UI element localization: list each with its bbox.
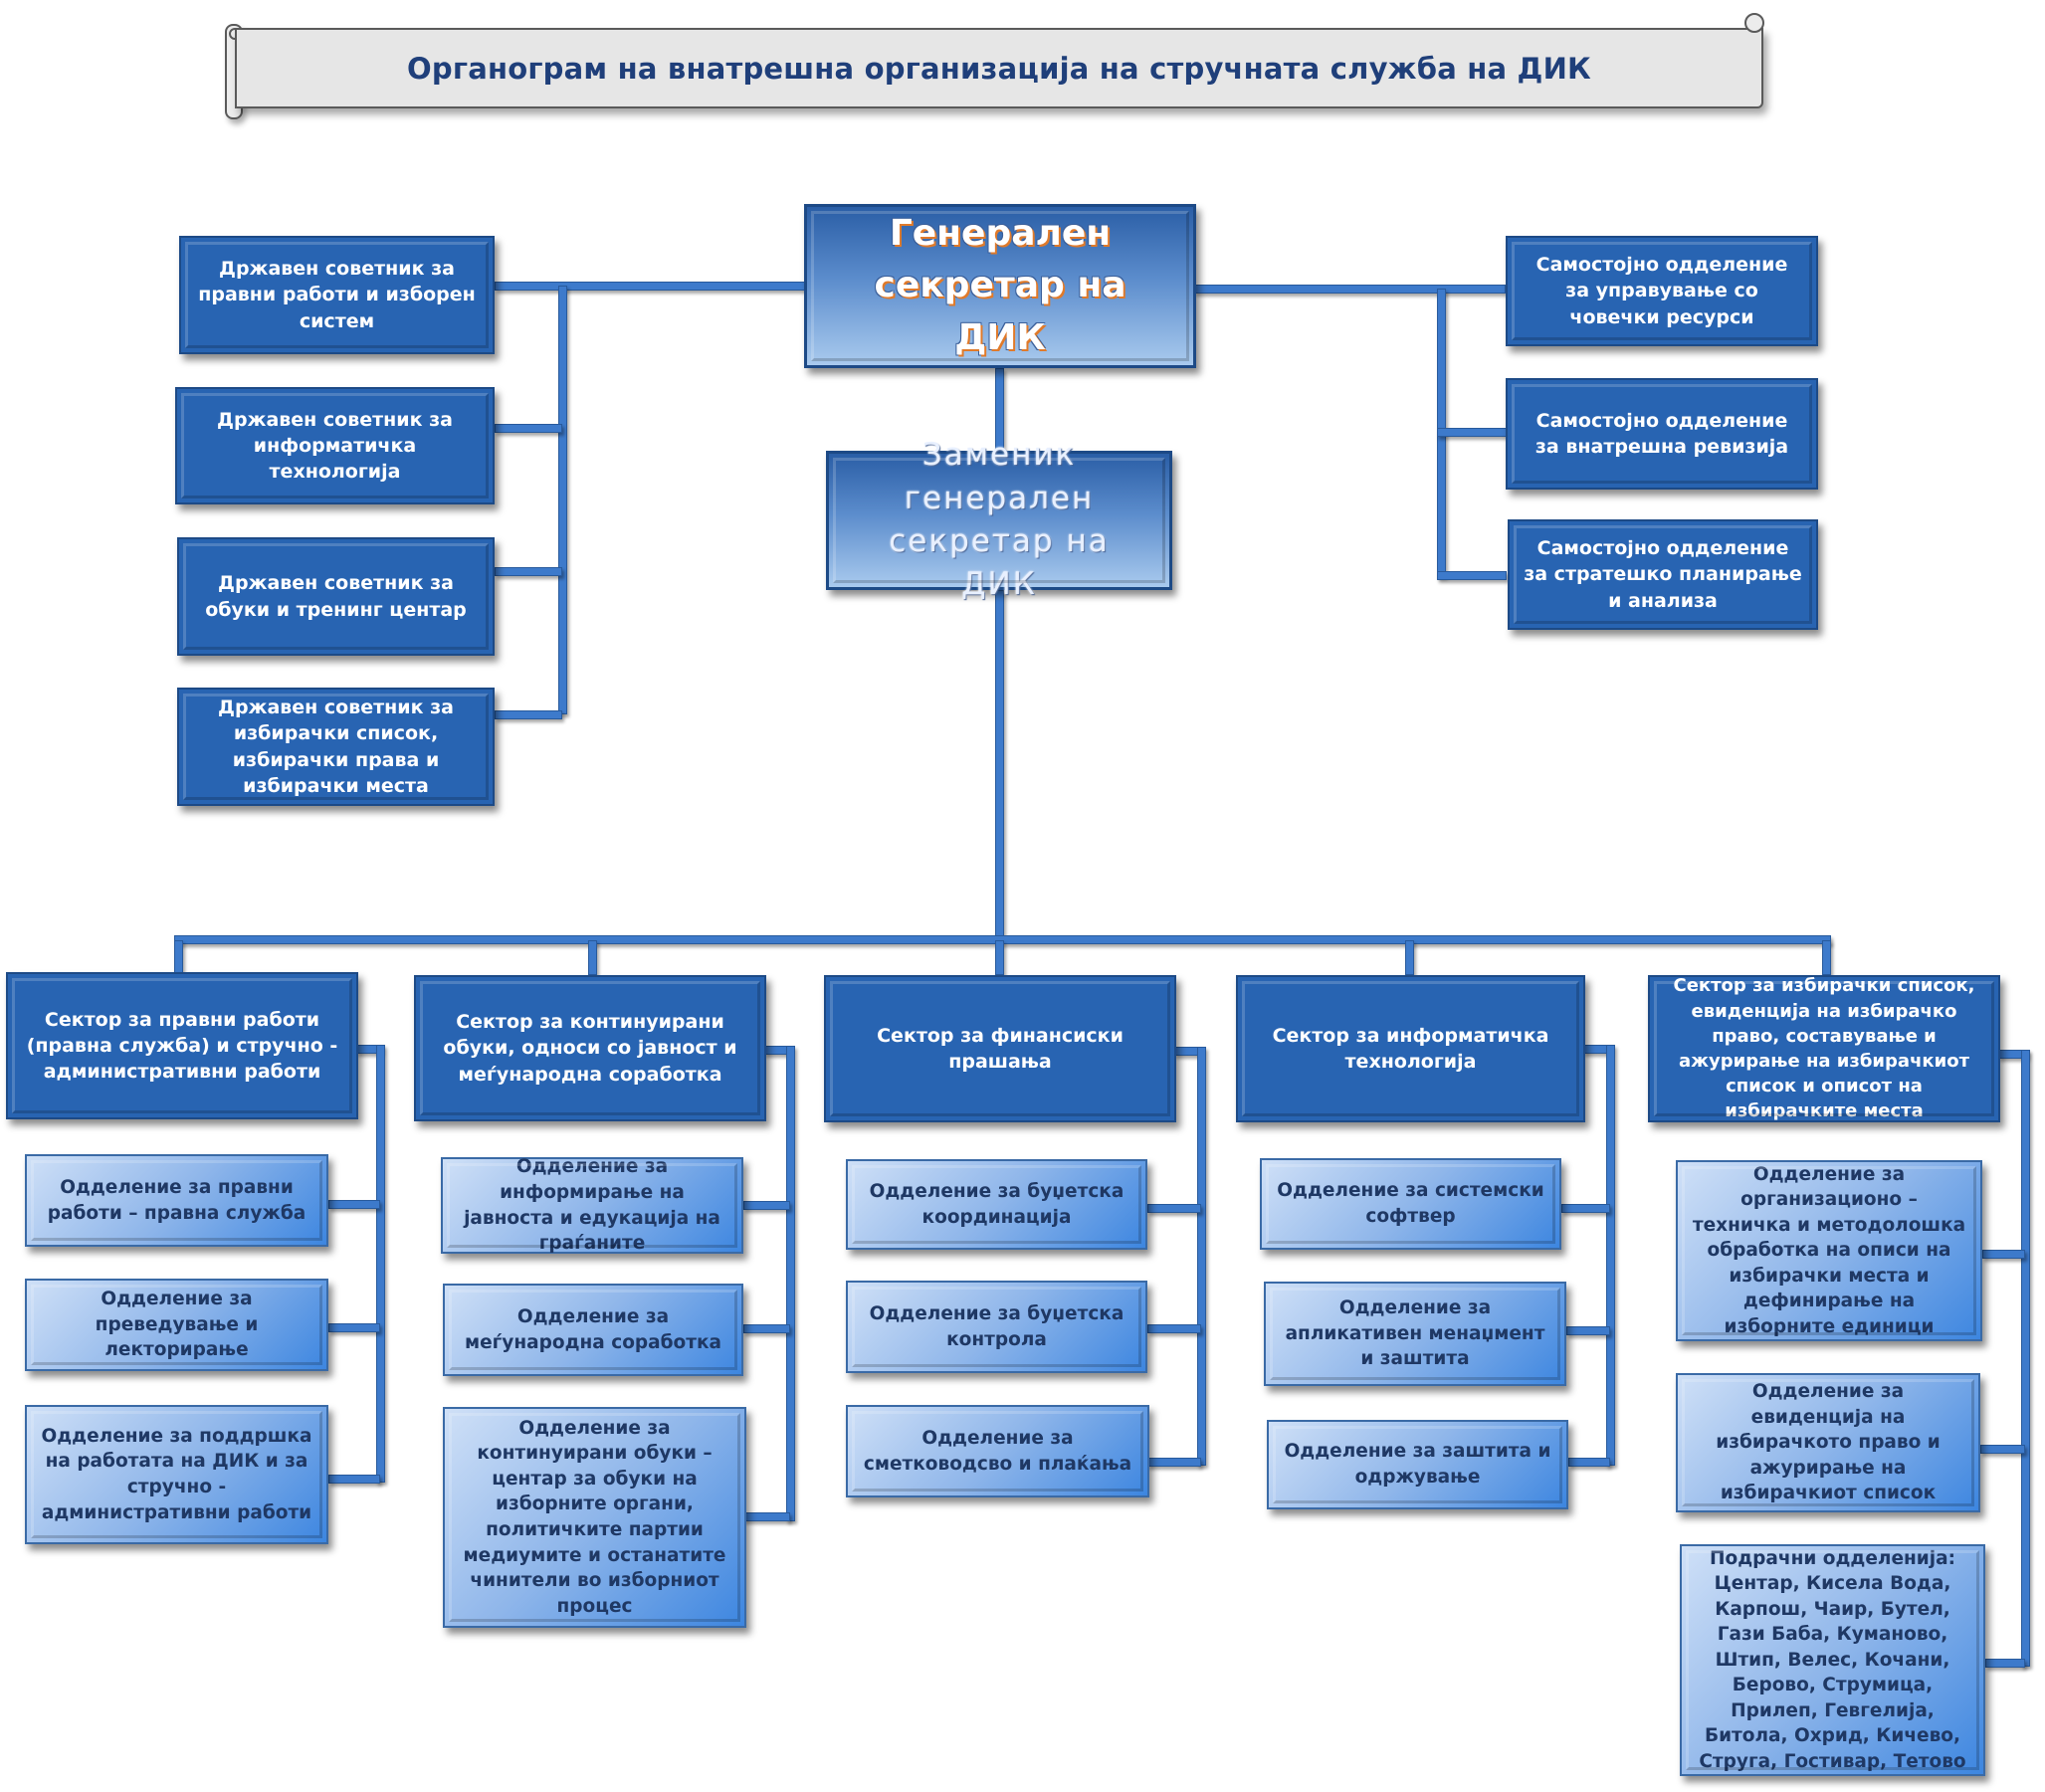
- department-label: Одделение за преведување и лекторирање: [95, 1289, 259, 1361]
- connector-trunk: [995, 590, 1004, 938]
- general-secretary-label: Генерален секретар на ДИК: [874, 213, 1126, 358]
- connector-s3-u2: [1147, 1324, 1201, 1333]
- connector-drop-3: [995, 940, 1004, 975]
- department-label: Одделение за информирање на јавноста и е…: [464, 1156, 720, 1255]
- advisor-box-training[interactable]: Државен советник за обуки и тренинг цент…: [177, 537, 495, 656]
- sector-label: Сектор за правни работи (правна служба) …: [26, 1008, 338, 1084]
- advisor-label: Државен советник за обуки и тренинг цент…: [205, 572, 467, 621]
- department-label: Одделение за буџетска координација: [869, 1180, 1125, 1228]
- department-label: Одделение за заштита и одржување: [1284, 1441, 1551, 1488]
- department-box[interactable]: Одделение за заштита и одржување: [1267, 1420, 1568, 1509]
- department-label: Одделение за поддршка на работата на ДИК…: [41, 1425, 312, 1523]
- connector-s2-u1: [743, 1201, 790, 1210]
- deputy-secretary-box[interactable]: Заменик генерален секретар на ДИК: [826, 437, 1172, 602]
- department-box[interactable]: Одделение за поддршка на работата на ДИК…: [25, 1405, 328, 1544]
- connector-drop-4: [1405, 940, 1414, 975]
- connector-s4-vertical: [1606, 1045, 1615, 1466]
- advisor-label: Државен советник за избирачки список, из…: [218, 697, 454, 797]
- connector-s4-u2: [1566, 1326, 1610, 1335]
- connector-left-vertical: [558, 286, 567, 714]
- connector-left-4: [495, 710, 562, 719]
- department-label: Одделение за евиденција на избирачкото п…: [1716, 1381, 1941, 1504]
- regional-departments-box[interactable]: Подрачни одделенија: Центар, Кисела Вода…: [1680, 1544, 1985, 1776]
- sector-label: Сектор за финансиски прашања: [877, 1024, 1124, 1073]
- general-secretary-box[interactable]: Генерален секретар на ДИК: [804, 204, 1196, 368]
- connector-s2-vertical: [786, 1046, 795, 1521]
- department-box[interactable]: Одделение за евиденција на избирачкото п…: [1676, 1373, 1980, 1512]
- department-box[interactable]: Одделение за буџетска контрола: [846, 1281, 1147, 1373]
- department-label: Подрачни одделенија: Центар, Кисела Вода…: [1699, 1547, 1966, 1772]
- sector-box-it[interactable]: Сектор за информатичка технологија: [1236, 975, 1585, 1122]
- advisor-box-legal[interactable]: Државен советник за правни работи и избо…: [179, 236, 495, 354]
- connector-s2-u3: [743, 1512, 790, 1521]
- advisor-label: Државен советник за информатичка техноло…: [217, 408, 453, 484]
- page-title: Органограм на внатрешна организација на …: [407, 51, 1591, 86]
- department-box[interactable]: Одделение за правни работи – правна служ…: [25, 1154, 328, 1247]
- department-box[interactable]: Одделение за континуирани обуки – центар…: [443, 1407, 746, 1628]
- connector-right-3: [1437, 571, 1507, 580]
- connector-drop-5: [1822, 940, 1831, 975]
- connector-s2-u2: [743, 1324, 790, 1333]
- advisor-box-voter-list[interactable]: Државен советник за избирачки список, из…: [177, 688, 495, 806]
- connector-drop-2: [588, 940, 597, 975]
- unit-box-strategic-planning[interactable]: Самостојно одделение за стратешко планир…: [1508, 519, 1818, 630]
- connector-right-units: [1194, 285, 1506, 294]
- connector-s3-u1: [1147, 1204, 1201, 1213]
- title-banner: Органограм на внатрешна организација на …: [235, 28, 1763, 108]
- connector-s3-vertical: [1197, 1047, 1206, 1466]
- sector-box-training-pr[interactable]: Сектор за континуирани обуки, односи со …: [414, 975, 766, 1121]
- department-label: Одделение за апликативен менаџмент и заш…: [1285, 1297, 1545, 1370]
- department-box[interactable]: Одделение за преведување и лекторирање: [25, 1279, 328, 1371]
- sector-label: Сектор за континуирани обуки, односи со …: [443, 1011, 737, 1086]
- connector-left-advisors: [495, 282, 806, 291]
- department-label: Одделение за сметководсво и плаќања: [863, 1427, 1132, 1475]
- department-box[interactable]: Одделение за системски софтвер: [1260, 1158, 1561, 1250]
- unit-label: Самостојно одделение за управување со чо…: [1535, 254, 1788, 328]
- unit-label: Самостојно одделение за внатрешна ревизи…: [1534, 409, 1789, 458]
- deputy-secretary-label: Заменик генерален секретар на ДИК: [889, 437, 1110, 603]
- sector-box-voter-register[interactable]: Сектор за избирачки список, евиденција н…: [1648, 975, 2000, 1122]
- department-label: Одделение за буџетска контрола: [869, 1302, 1125, 1350]
- connector-s5-vertical: [2021, 1050, 2030, 1667]
- unit-box-audit[interactable]: Самостојно одделение за внатрешна ревизи…: [1506, 378, 1818, 490]
- connector-s4-u3: [1568, 1458, 1610, 1467]
- department-box[interactable]: Одделение за апликативен менаџмент и заш…: [1264, 1282, 1566, 1386]
- connector-left-2: [495, 424, 562, 433]
- department-box[interactable]: Одделение за буџетска координација: [846, 1159, 1147, 1250]
- connector-s1-u3: [328, 1475, 380, 1484]
- connector-s1-u1: [328, 1200, 380, 1209]
- connector-s4-u1: [1561, 1204, 1610, 1213]
- connector-s1-vertical: [376, 1045, 385, 1483]
- unit-label: Самостојно одделение за стратешко планир…: [1524, 537, 1802, 612]
- connector-drop-1: [174, 940, 183, 973]
- department-label: Одделение за организационо – техничка и …: [1692, 1163, 1966, 1337]
- connector-s5-u1: [1982, 1250, 2025, 1259]
- connector-s5-u3: [1985, 1659, 2025, 1668]
- department-box[interactable]: Одделение за организационо – техничка и …: [1676, 1160, 1982, 1341]
- banner-roll-right: [1744, 13, 1764, 33]
- connector-s3-u3: [1147, 1458, 1201, 1467]
- department-box[interactable]: Одделение за информирање на јавноста и е…: [441, 1156, 743, 1255]
- department-label: Одделение за меѓународна соработка: [464, 1305, 722, 1353]
- connector-s5-u2: [1980, 1445, 2025, 1454]
- department-label: Одделение за континуирани обуки – центар…: [463, 1417, 726, 1617]
- connector-right-2: [1437, 428, 1507, 437]
- advisor-box-it[interactable]: Државен советник за информатичка техноло…: [175, 387, 495, 504]
- connector-s1-u2: [328, 1323, 380, 1332]
- sector-box-legal[interactable]: Сектор за правни работи (правна служба) …: [6, 972, 358, 1119]
- sector-label: Сектор за информатичка технологија: [1272, 1024, 1549, 1073]
- sector-label: Сектор за избирачки список, евиденција н…: [1673, 975, 1975, 1122]
- department-box[interactable]: Одделение за меѓународна соработка: [443, 1284, 743, 1376]
- sector-box-finance[interactable]: Сектор за финансиски прашања: [824, 975, 1176, 1122]
- department-label: Одделение за системски софтвер: [1277, 1180, 1544, 1227]
- connector-left-3: [495, 567, 562, 576]
- department-box[interactable]: Одделение за сметководсво и плаќања: [846, 1405, 1149, 1497]
- unit-box-hr[interactable]: Самостојно одделение за управување со чо…: [1506, 236, 1818, 346]
- advisor-label: Државен советник за правни работи и избо…: [198, 258, 476, 332]
- department-label: Одделение за правни работи – правна служ…: [47, 1176, 307, 1224]
